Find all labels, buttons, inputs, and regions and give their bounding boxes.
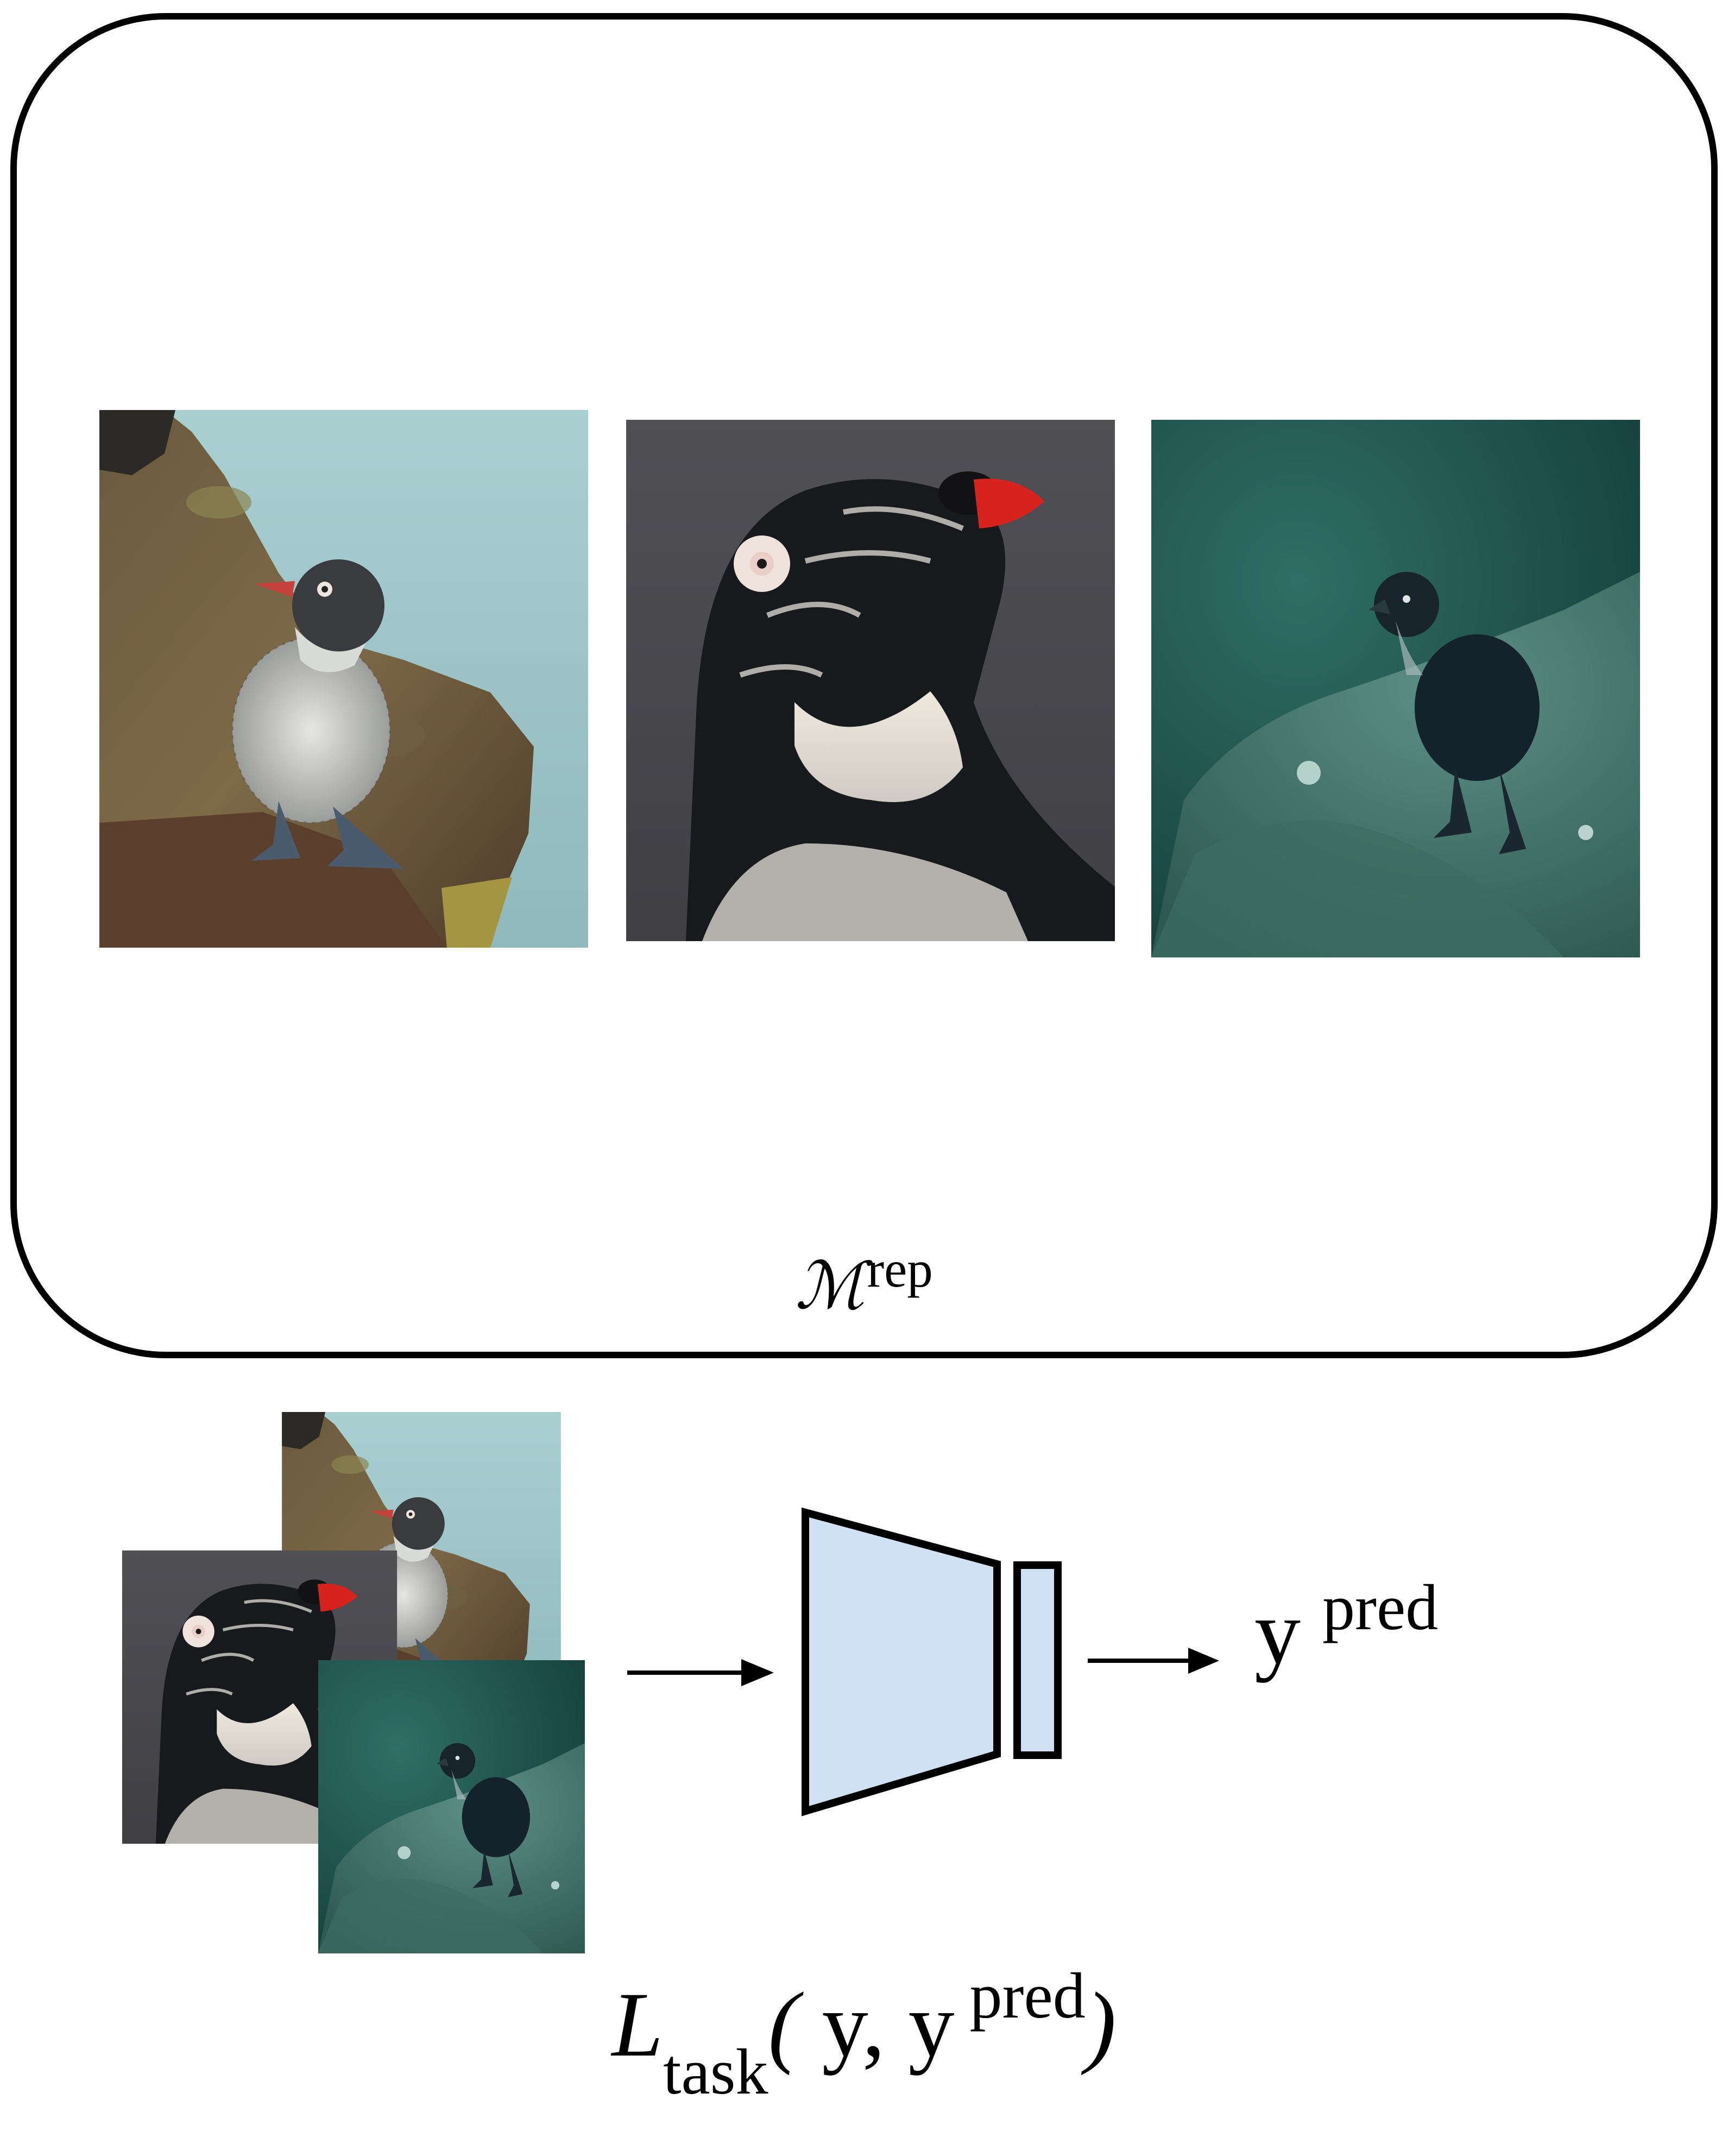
memory-image-2 xyxy=(626,420,1115,941)
loss-subscript: task xyxy=(663,2035,768,2108)
memory-image-3 xyxy=(1151,420,1640,957)
loss-arg1: y, xyxy=(822,1974,886,2076)
output-superscript: pred xyxy=(1322,1571,1439,1643)
memory-label: ℳrep xyxy=(0,1244,1728,1320)
memory-image-1 xyxy=(99,410,588,948)
output-arrow xyxy=(1088,1648,1219,1674)
stack-image-moss xyxy=(318,1660,585,1953)
memory-superscript: rep xyxy=(867,1240,933,1298)
loss-close-paren: ) xyxy=(1085,1974,1117,2076)
loss-arg2: y xyxy=(908,1974,955,2076)
loss-symbol: L xyxy=(611,1974,664,2076)
memory-box xyxy=(10,13,1718,1358)
memory-symbol: ℳ xyxy=(795,1249,865,1324)
loss-arg2-superscript: pred xyxy=(969,1959,1086,2032)
encoder-trapezoid xyxy=(802,1507,1001,1817)
output-base: y xyxy=(1254,1581,1301,1683)
classifier-head xyxy=(1013,1561,1062,1759)
input-arrow xyxy=(627,1659,774,1686)
loss-open-paren: ( xyxy=(768,1974,799,2076)
